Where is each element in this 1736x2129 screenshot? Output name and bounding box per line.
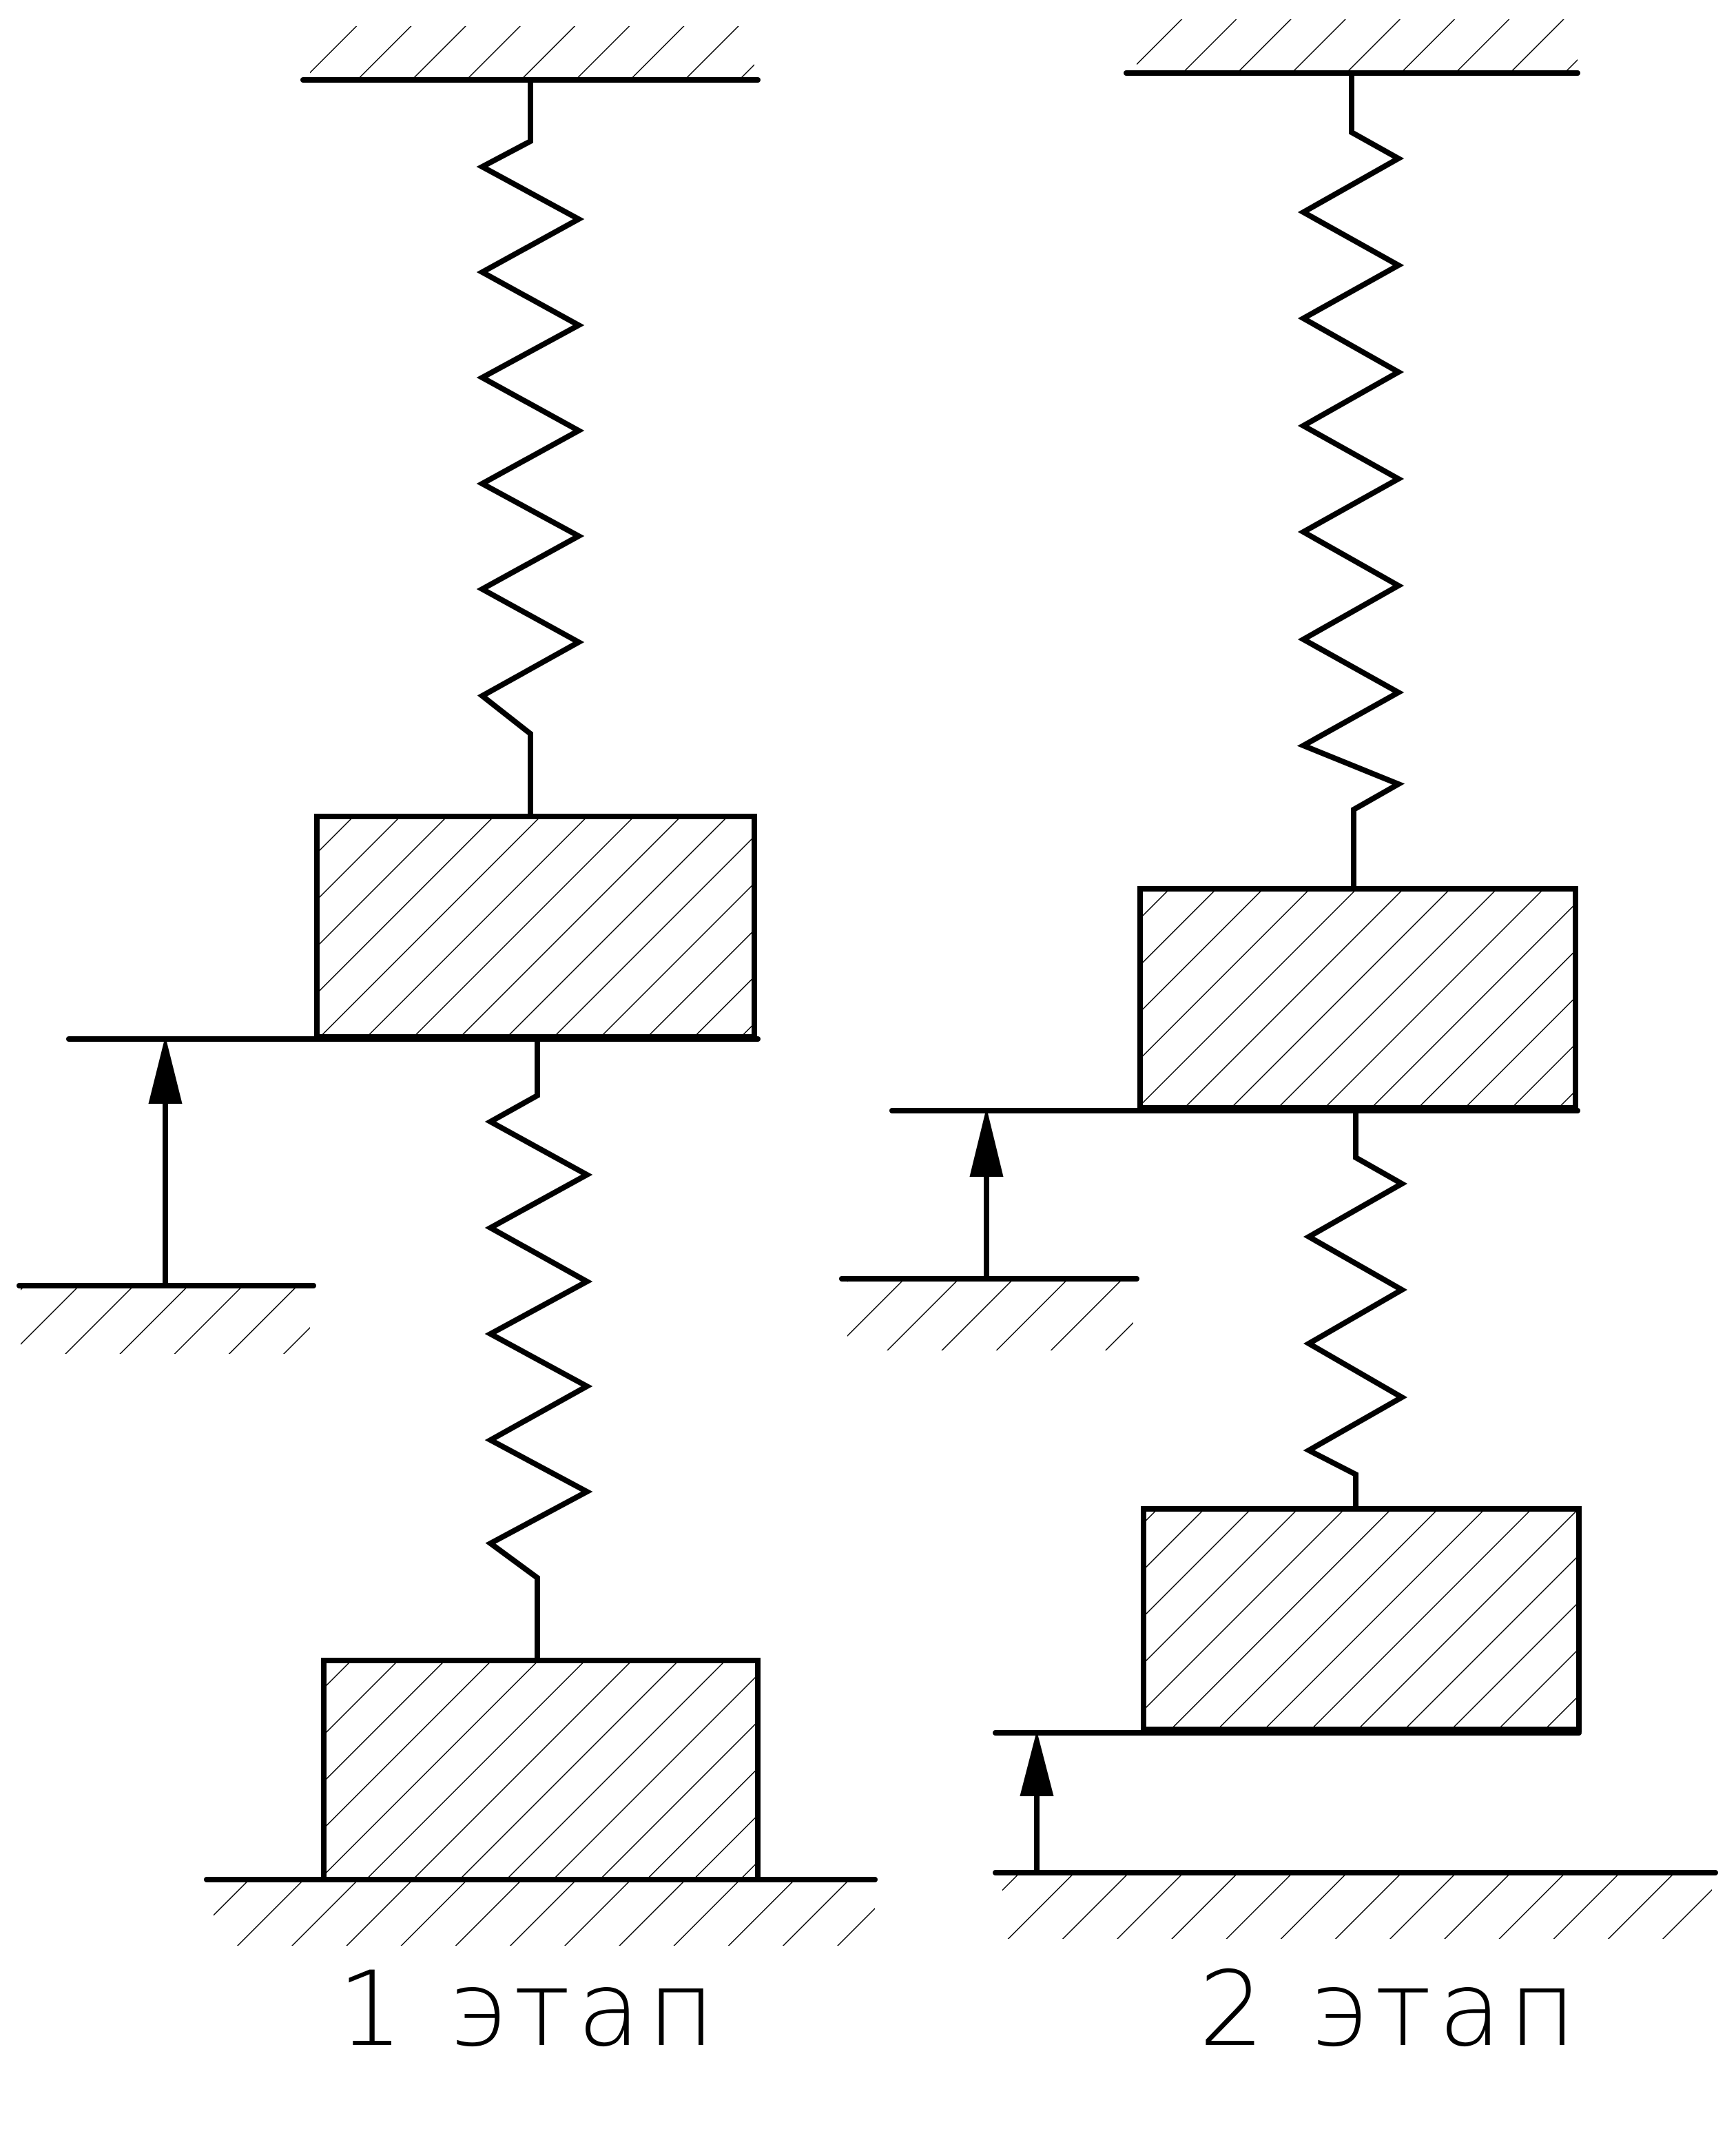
stage-2-floor xyxy=(995,1873,1715,1939)
stage-1-displacement-arrow xyxy=(150,1042,180,1286)
stage-2-upper-mass xyxy=(1140,889,1575,1108)
stage-2-side-ground xyxy=(842,1279,1137,1350)
stage-1-upper-mass xyxy=(317,816,754,1037)
stage-2-lower-spring xyxy=(1309,1111,1402,1509)
stage-2-system xyxy=(842,19,1715,1939)
stage-1-label: 1 этап xyxy=(338,1950,722,2070)
stage-1-upper-spring xyxy=(482,80,579,816)
stage-1-lower-spring xyxy=(490,1039,587,1660)
stage-1-side-ground xyxy=(19,1286,313,1354)
stage-2-lower-mass xyxy=(1144,1509,1579,1729)
stage-2-label: 2 этап xyxy=(1199,1950,1583,2070)
stage-1-floor xyxy=(207,1880,875,1946)
stage-1-lower-mass xyxy=(324,1660,758,1880)
stage-1-ceiling xyxy=(303,26,758,80)
stage-2-ceiling xyxy=(1126,19,1578,73)
stage-1-system xyxy=(19,26,875,1946)
stage-2-displacement-arrow-lower xyxy=(1022,1736,1052,1873)
stage-2-upper-spring xyxy=(1303,73,1398,889)
stage-2-displacement-arrow-upper xyxy=(971,1113,1002,1279)
